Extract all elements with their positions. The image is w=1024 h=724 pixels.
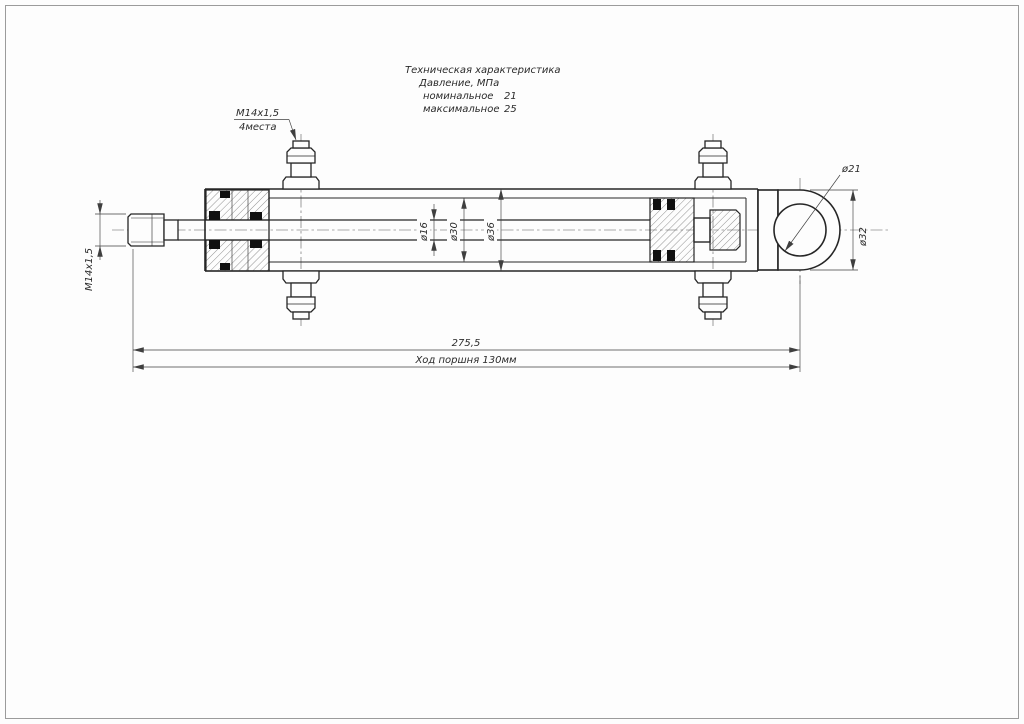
dim-eye-hole-label: ø21 [841,164,861,175]
rod-seal [209,211,220,220]
rod-thread-stub [127,213,165,247]
spec-row-value: 25 [504,104,517,115]
dim-eye-hole: ø21 [784,164,861,252]
piston-nut [709,209,741,251]
dim-overall-length: 275,5 Ход поршня 130мм [132,249,801,372]
piston [649,197,741,263]
dim-stroke-label: Ход поршня 130мм [414,355,517,366]
port-fitting-bottom-left [282,270,320,320]
piston-seal [667,199,675,210]
static-seal [220,191,230,198]
dim-overall-length-label: 275,5 [452,338,481,349]
rod-wiper-seal [250,240,262,248]
spec-row-value: 21 [504,91,517,102]
spec-title: Техническая характеристика [405,65,561,76]
rod-neck [163,219,179,241]
spec-block: Техническая характеристика Давление, МПа… [405,65,561,115]
sheet-frame [5,5,1019,719]
dim-rod-diameter-label: ø16 [419,222,430,242]
dim-rod-diameter: ø16 [417,202,437,256]
piston-seal [653,199,661,210]
port-fitting-top-left [282,140,320,190]
rod-wiper-seal [250,212,262,220]
port-fitting-top-right [694,140,732,190]
static-seal [220,263,230,270]
gland-assembly [205,189,270,272]
dim-rod-thread: М14х1,5 [84,200,126,291]
dim-bore-diameter-label: ø30 [449,222,460,242]
port-fitting-bottom-right [694,270,732,320]
dim-bore-diameter: ø30 [447,197,467,263]
dim-rod-thread-label: М14х1,5 [84,248,95,291]
rod-seal [209,240,220,249]
spec-group-label: Давление, МПа [418,78,499,89]
callout-port-thread-label: М14х1,5 [236,108,279,119]
dim-tube-diameter-label: ø36 [486,222,497,242]
rear-cap-and-eye [757,189,841,271]
dim-tube-diameter: ø36 [484,188,504,272]
spec-row-label: номинальное [423,91,493,102]
callout-port-thread: М14х1,5 4места [234,108,297,141]
callout-port-thread-note: 4места [239,122,277,133]
dim-eye-outer-label: ø32 [858,227,869,247]
spec-row-label: максимальное [423,104,499,115]
piston-seal [653,250,661,261]
piston-seal [667,250,675,261]
dim-eye-outer: ø32 [810,189,869,271]
piston-tail-stub [693,217,711,243]
